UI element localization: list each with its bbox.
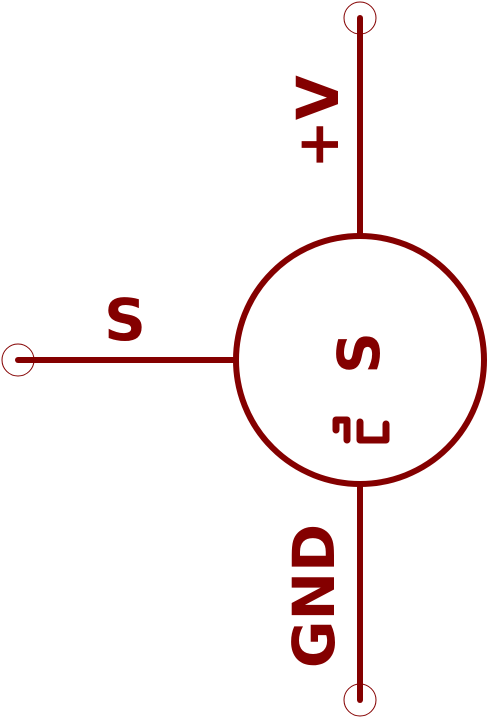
pu-mark-glyph <box>332 416 390 444</box>
supply-pin-label: +V <box>284 75 352 169</box>
pu-mark-text: PU <box>362 429 364 431</box>
sensor-center-label: S <box>325 332 393 374</box>
supply-pin-endpoint[interactable] <box>343 1 377 35</box>
ground-pin-endpoint[interactable] <box>343 683 377 717</box>
signal-pin-endpoint[interactable] <box>1 343 35 377</box>
sensor-body-circle <box>233 233 487 487</box>
signal-pin-label: S <box>104 286 146 354</box>
ground-pin-label: GND <box>280 524 348 668</box>
